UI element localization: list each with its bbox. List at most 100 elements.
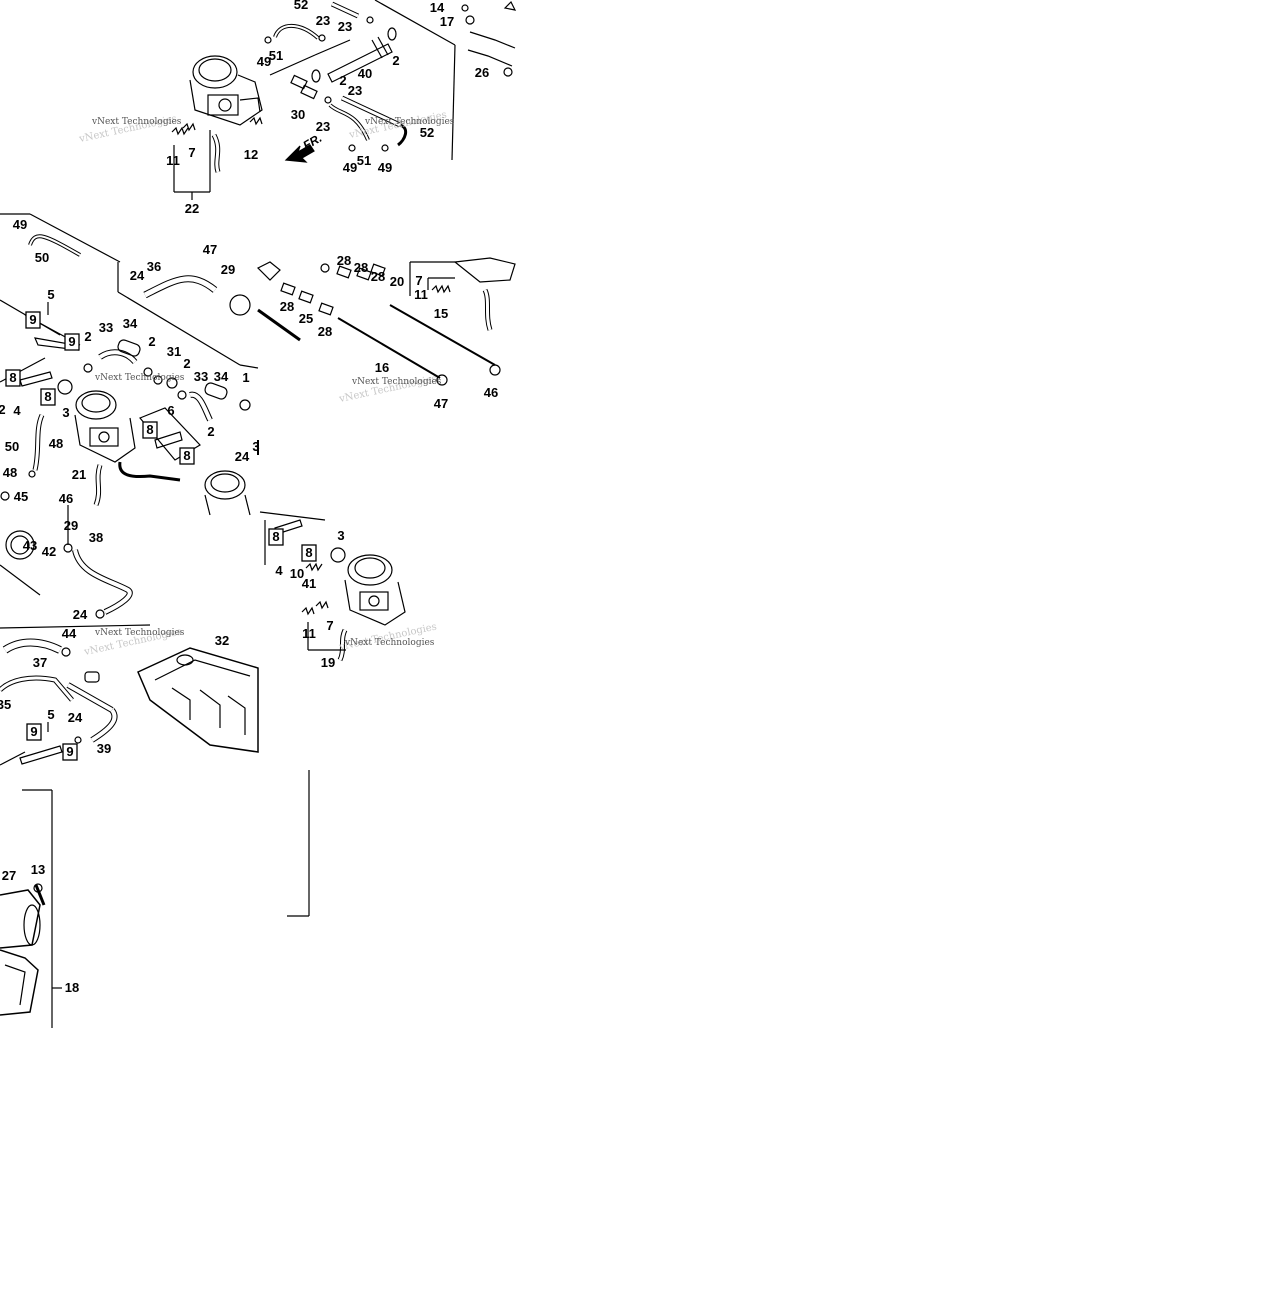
callout-14: 14 [430, 0, 445, 15]
fitting-30 [290, 74, 308, 90]
callout-33: 33 [194, 369, 208, 384]
callout-29: 29 [64, 518, 78, 533]
callout-49: 49 [378, 160, 392, 175]
watermark: vNext Technologies [91, 117, 182, 127]
callout-52: 52 [294, 0, 308, 12]
callout-28: 28 [318, 324, 332, 339]
callout-3: 3 [337, 528, 344, 543]
bracket-detail [503, 0, 517, 11]
callout-11: 11 [166, 153, 180, 168]
pipe-28 [280, 282, 296, 296]
shaft-40-detail [377, 36, 389, 56]
rod-15 [389, 304, 496, 366]
clamp-43-inner [10, 535, 30, 555]
carb-top-cap-inner [354, 557, 386, 579]
carb-top-cap-inner [198, 58, 232, 82]
fitting-30 [300, 84, 318, 100]
callout-16: 16 [375, 360, 389, 375]
callout-9: 9 [66, 744, 73, 759]
callout-13: 13 [31, 862, 45, 877]
fuel-line [118, 461, 181, 482]
spring-10 [305, 562, 323, 572]
callout-9: 9 [68, 334, 75, 349]
callout-2: 2 [183, 356, 190, 371]
hose-39-inner [67, 683, 113, 712]
joint-6 [154, 431, 183, 449]
hose-52-inner [331, 2, 359, 18]
callout-44: 44 [62, 626, 77, 641]
callout-17: 17 [440, 14, 454, 29]
callout-3: 3 [62, 405, 69, 420]
callout-2: 2 [339, 73, 346, 88]
callout-8: 8 [146, 422, 153, 437]
ring-2 [177, 390, 187, 400]
shaft-40 [327, 43, 393, 83]
ring-2 [387, 27, 397, 41]
nut-28 [320, 263, 330, 273]
callout-22: 22 [185, 201, 199, 216]
callout-box [26, 723, 42, 741]
callout-26: 26 [475, 65, 489, 80]
carburetor-unit-middle [74, 390, 136, 463]
carb-body-right [204, 494, 251, 516]
callout-46: 46 [59, 491, 73, 506]
frame-line [239, 364, 259, 369]
hose-12-inner [212, 134, 220, 173]
callout-3: 3 [252, 439, 259, 454]
callout-23: 23 [316, 119, 330, 134]
callout-box [25, 311, 41, 329]
callout-50: 50 [5, 439, 19, 454]
callout-43: 43 [23, 538, 37, 553]
tile-bottom [0, 770, 310, 1028]
pipe-28 [318, 302, 334, 316]
callout-23: 23 [338, 19, 352, 34]
callout-7: 7 [415, 273, 422, 288]
bracket-20 [453, 257, 516, 283]
callout-7: 7 [188, 145, 195, 160]
cap-39 [84, 671, 100, 683]
callout-41: 41 [302, 576, 316, 591]
callout-28: 28 [337, 253, 351, 268]
hose-end [397, 123, 408, 147]
frame-line [117, 291, 241, 366]
bracket-26 [467, 49, 513, 67]
callout-23: 23 [316, 13, 330, 28]
callout-51: 51 [357, 153, 371, 168]
watermark: vNext Technologies [94, 373, 185, 383]
pipe-28 [356, 267, 372, 281]
carb-body-detail [359, 591, 389, 611]
callout-box [5, 369, 21, 387]
hose-50-inner [29, 235, 81, 256]
callout-25: 25 [299, 311, 313, 326]
callout-29: 29 [221, 262, 235, 277]
front-direction-arrow [284, 144, 315, 163]
watermark: vNext Technologies [344, 638, 435, 648]
callout-28: 28 [371, 269, 385, 284]
clip-23 [318, 34, 326, 42]
clamp-43 [5, 530, 35, 560]
carb-body [189, 74, 263, 126]
shaft-40-detail [371, 39, 383, 59]
callout-28: 28 [280, 299, 294, 314]
callout-51: 51 [269, 48, 283, 63]
callout-21: 21 [72, 467, 86, 482]
callout-2: 2 [148, 334, 155, 349]
hose-34 [117, 339, 141, 357]
hose-38-inner [73, 549, 132, 614]
case-18 [0, 949, 39, 1016]
watermark: vNext Technologies [364, 117, 455, 127]
nut-26 [503, 67, 513, 77]
callout-48: 48 [49, 436, 63, 451]
spring-7 [182, 122, 196, 132]
carb-top-cap-inner [81, 393, 111, 413]
callout-2: 2 [84, 329, 91, 344]
frame-line [259, 511, 326, 521]
clip-49 [264, 36, 272, 44]
callout-45: 45 [14, 489, 28, 504]
callout-31: 31 [167, 344, 181, 359]
carburetor-unit-lower [344, 554, 406, 626]
carb-body-detail [207, 94, 239, 116]
carb-body [344, 579, 406, 626]
callout-30: 30 [291, 107, 305, 122]
